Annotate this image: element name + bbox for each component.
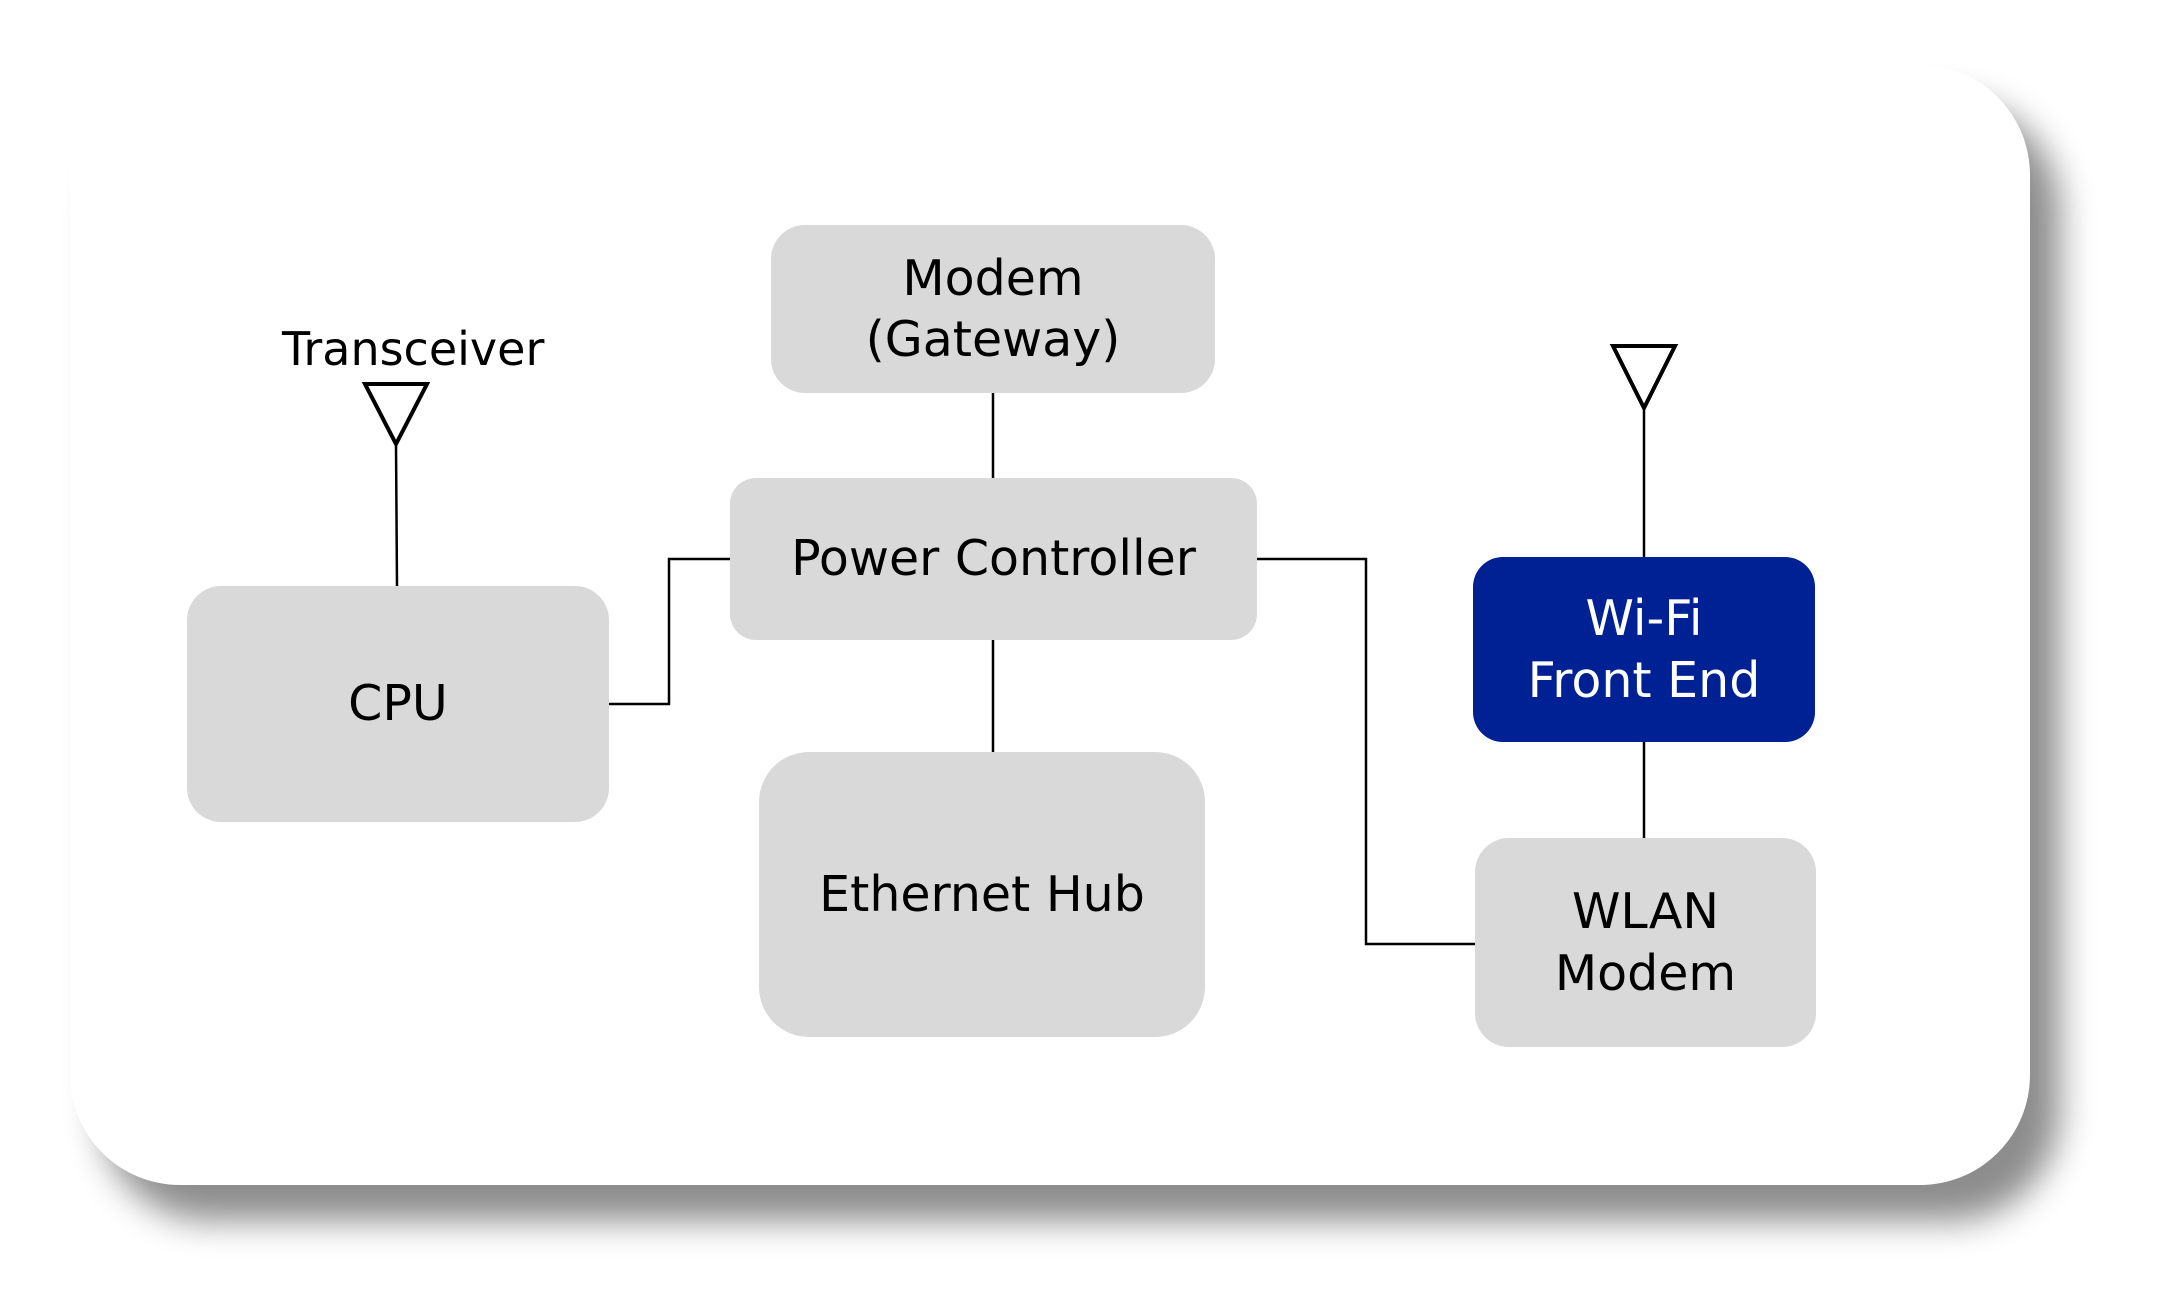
transceiver-label: Transceiver — [282, 322, 545, 376]
cpu-block: CPU — [187, 586, 609, 822]
wlan-modem-block: WLAN Modem — [1475, 838, 1816, 1047]
ethernet-hub-label: Ethernet Hub — [819, 865, 1145, 923]
power-controller-label: Power Controller — [791, 530, 1196, 588]
ethernet-hub-block: Ethernet Hub — [759, 752, 1205, 1037]
modem-gateway-block: Modem (Gateway) — [771, 225, 1215, 393]
cpu-label: CPU — [348, 675, 448, 733]
wifi-front-end-label: Wi-Fi Front End — [1527, 590, 1761, 709]
wifi-front-end-block: Wi-Fi Front End — [1473, 557, 1815, 742]
wlan-modem-label: WLAN Modem — [1554, 883, 1737, 1002]
modem-gateway-label: Modem (Gateway) — [865, 249, 1121, 368]
power-controller-block: Power Controller — [730, 478, 1257, 640]
